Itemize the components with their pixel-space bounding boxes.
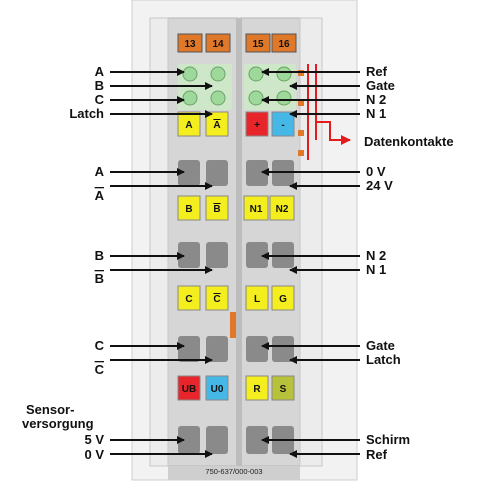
label-b-pair-top: B xyxy=(95,248,104,263)
chip-a-bar: A xyxy=(213,120,220,131)
led-gate-ref xyxy=(210,66,226,82)
chip-plus: + xyxy=(254,120,260,131)
label-ref: Ref xyxy=(366,64,388,79)
datenkontakte-arrow xyxy=(307,64,351,160)
chip-c-bar: C xyxy=(213,294,220,305)
label-sensor-2: versorgung xyxy=(22,416,94,431)
chip-b-bar: B xyxy=(213,204,220,215)
label-n2-b: N 2 xyxy=(366,248,386,263)
label-schirm: Schirm xyxy=(366,432,410,447)
chips-row-2: B B N1 N2 xyxy=(177,195,295,221)
chip-r: R xyxy=(253,384,261,395)
left-labels: A B C Latch A A B B C C Sensor- versorgu… xyxy=(22,64,105,462)
chip-b: B xyxy=(185,204,192,215)
label-ref-b: Ref xyxy=(366,447,388,462)
terminal-numbers: 13 14 15 16 xyxy=(177,33,297,53)
terminal-13: 13 xyxy=(184,39,196,50)
label-b-pair-bottom: B xyxy=(95,271,104,286)
label-datenkontakte: Datenkontakte xyxy=(364,134,454,149)
housing-divider xyxy=(236,18,242,466)
terminal-15: 15 xyxy=(252,39,264,50)
led-c xyxy=(182,90,198,106)
led-n1 xyxy=(276,90,292,106)
label-n1-b: N 1 xyxy=(366,262,386,277)
terminal-16: 16 xyxy=(278,39,290,50)
label-gate-b: Gate xyxy=(366,338,395,353)
label-n2: N 2 xyxy=(366,92,386,107)
label-0v-right: 0 V xyxy=(366,164,386,179)
chips-row-4: UB U0 R S xyxy=(177,375,295,401)
label-b: B xyxy=(95,78,104,93)
chip-u0: U0 xyxy=(211,384,224,395)
chip-a: A xyxy=(185,120,192,131)
right-labels: Ref Gate N 2 N 1 Datenkontakte 0 V 24 V … xyxy=(364,64,454,462)
chip-n2: N2 xyxy=(276,204,289,215)
label-n1: N 1 xyxy=(366,106,386,121)
left-arrows xyxy=(110,68,213,458)
chip-l: L xyxy=(254,294,260,305)
terminal-14: 14 xyxy=(212,39,224,50)
chip-s: S xyxy=(280,384,287,395)
label-c-pair-top: C xyxy=(95,338,105,353)
led-n2 xyxy=(248,90,264,106)
label-5v: 5 V xyxy=(84,432,104,447)
led-a xyxy=(182,66,198,82)
label-gate: Gate xyxy=(366,78,395,93)
part-number: 750-637/000-003 xyxy=(205,467,262,476)
label-latch: Latch xyxy=(69,106,104,121)
label-latch-b: Latch xyxy=(366,352,401,367)
housing-left-rail xyxy=(149,17,169,467)
orange-center-marker xyxy=(230,312,236,338)
label-sensor-1: Sensor- xyxy=(26,402,74,417)
chip-ub: UB xyxy=(182,384,196,395)
chip-n1: N1 xyxy=(250,204,263,215)
chip-g: G xyxy=(279,294,287,305)
led-gate xyxy=(276,66,292,82)
clamp-rows xyxy=(178,160,294,454)
chips-row-1: A A + - xyxy=(177,111,295,137)
chip-c: C xyxy=(185,294,192,305)
label-a-pair-bottom: A xyxy=(95,188,105,203)
label-a-pair-top: A xyxy=(95,164,105,179)
label-c: C xyxy=(95,92,105,107)
right-arrows xyxy=(261,68,360,458)
chips-row-3: C C L G xyxy=(177,285,295,311)
led-ref xyxy=(248,66,264,82)
label-a: A xyxy=(95,64,105,79)
led-latch xyxy=(210,90,226,106)
module-bottom-bar xyxy=(168,466,300,480)
label-0v: 0 V xyxy=(84,447,104,462)
label-c-pair-bottom: C xyxy=(95,362,105,377)
chip-minus: - xyxy=(281,120,284,131)
label-24v: 24 V xyxy=(366,178,393,193)
